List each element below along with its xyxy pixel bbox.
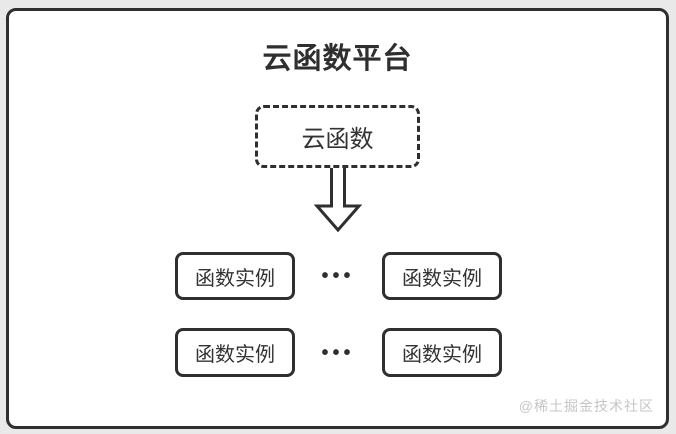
function-instance-label: 函数实例 — [195, 344, 275, 366]
down-arrow-icon — [313, 167, 363, 233]
function-instance-label: 函数实例 — [402, 344, 482, 366]
function-instance-node: 函数实例 — [382, 252, 502, 300]
function-instance-node: 函数实例 — [382, 328, 502, 377]
ellipsis-dots: ••• — [321, 342, 355, 364]
function-instance-node: 函数实例 — [175, 328, 295, 377]
cloud-function-label: 云函数 — [301, 126, 374, 153]
cloud-function-node: 云函数 — [255, 105, 420, 168]
ellipsis-dots: ••• — [321, 265, 355, 287]
function-instance-label: 函数实例 — [402, 267, 482, 290]
function-instance-node: 函数实例 — [175, 252, 295, 300]
watermark: @稀土掘金技术社区 — [518, 398, 654, 414]
diagram-canvas: 云函数平台 云函数 函数实例 ••• 函数实例 函数实例 ••• 函数实例 @稀… — [6, 8, 669, 429]
page-title: 云函数平台 — [262, 43, 413, 75]
function-instance-label: 函数实例 — [195, 267, 275, 290]
